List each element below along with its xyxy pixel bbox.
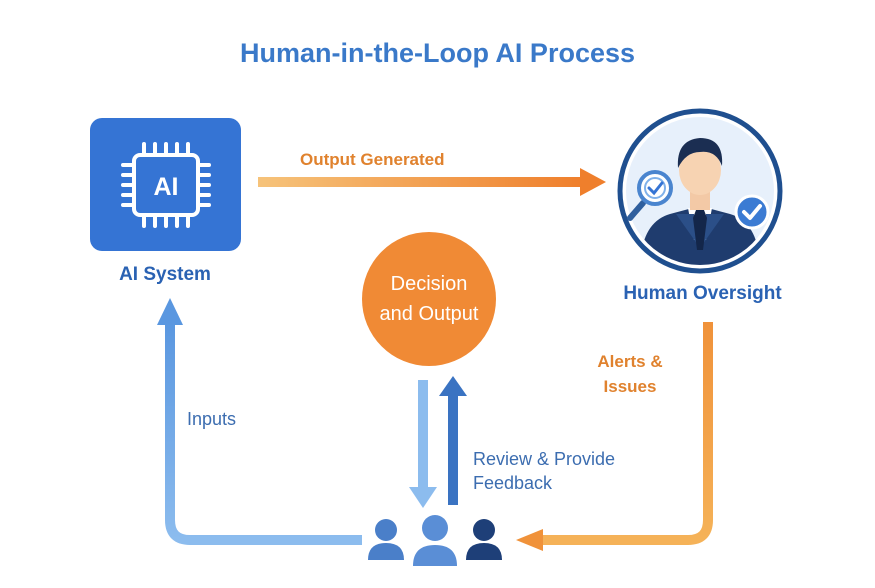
output-generated-label: Output Generated bbox=[300, 150, 445, 169]
alerts-issues-arrow bbox=[516, 322, 713, 551]
output-generated-arrow bbox=[258, 168, 606, 196]
review-feedback-label: Review & Provide Feedback bbox=[473, 447, 648, 495]
inputs-label: Inputs bbox=[187, 409, 237, 429]
review-label-line1: Review & Provide bbox=[473, 449, 616, 469]
users-to-decision-arrow bbox=[439, 376, 467, 505]
user-group-icon bbox=[368, 515, 502, 566]
human-reviewer-icon bbox=[617, 108, 783, 274]
ai-chip-icon: AI bbox=[90, 118, 241, 251]
decision-line2: and Output bbox=[379, 303, 479, 325]
check-badge-icon bbox=[734, 194, 770, 230]
inputs-arrow bbox=[157, 298, 362, 545]
decision-to-users-arrow bbox=[409, 380, 437, 508]
page-title: Human-in-the-Loop AI Process bbox=[239, 38, 636, 68]
alerts-label-line2: Issues bbox=[603, 377, 657, 396]
alerts-issues-label: Alerts & Issues bbox=[575, 349, 685, 399]
decision-output-node: Decision and Output bbox=[362, 232, 496, 366]
ai-system-label: AI System bbox=[119, 264, 211, 285]
alerts-label-line1: Alerts & bbox=[597, 352, 663, 371]
decision-line1: Decision bbox=[390, 273, 468, 295]
magnifier-check-icon bbox=[627, 170, 673, 221]
review-label-line2: Feedback bbox=[473, 473, 553, 493]
human-oversight-label: Human Oversight bbox=[623, 283, 782, 304]
ai-chip-text: AI bbox=[154, 173, 179, 201]
